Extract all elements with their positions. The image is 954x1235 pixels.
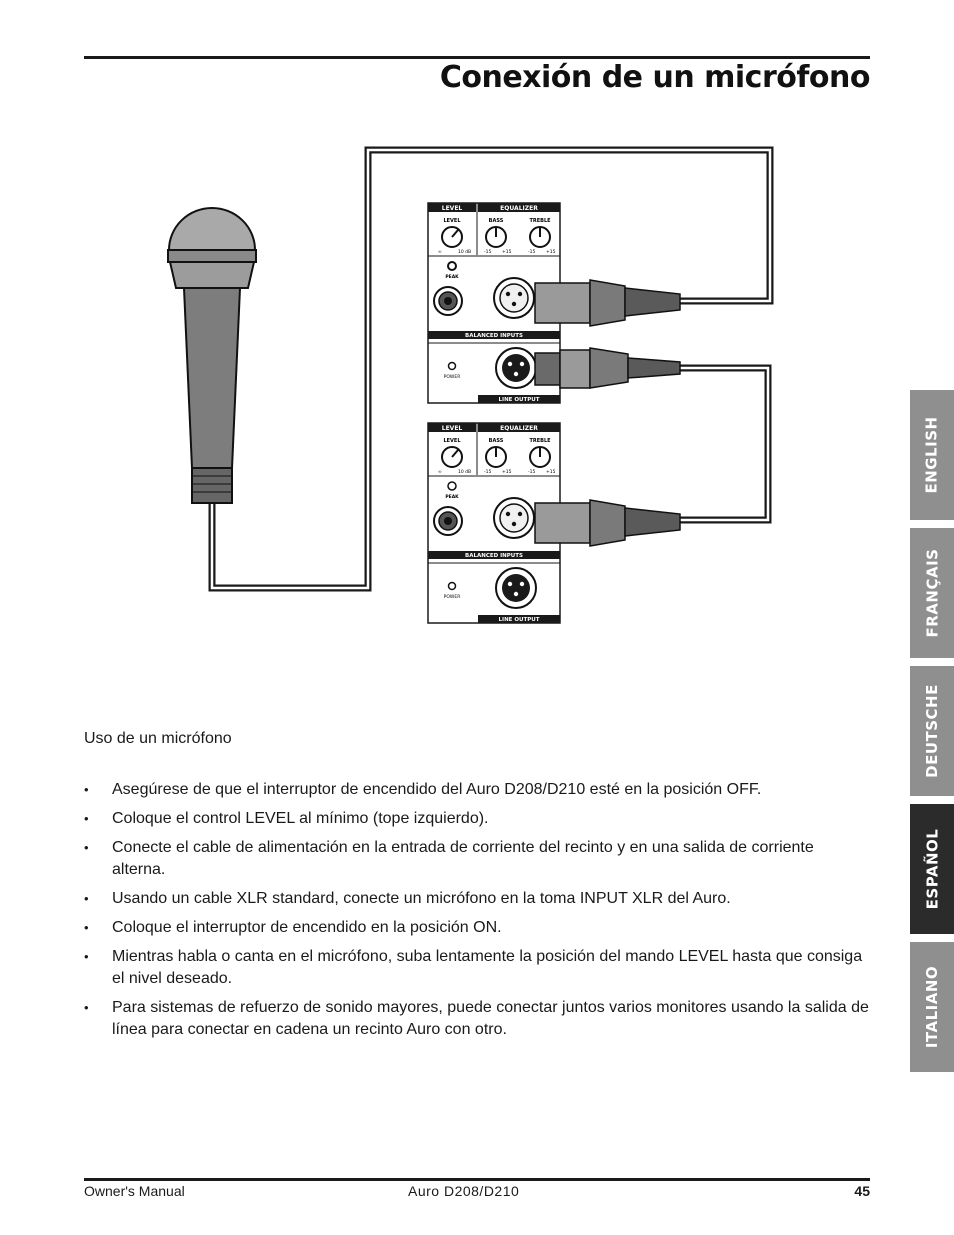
connection-diagram: LEVEL EQUALIZER LEVEL ∞ 10 dB BASS -15 +… [150, 138, 790, 638]
peak-label: PEAK [445, 494, 459, 500]
peak-led-icon [447, 261, 457, 271]
tab-deutsche[interactable]: DEUTSCHE [910, 666, 954, 796]
level-section-label: LEVEL [442, 205, 463, 212]
svg-text:10 dB: 10 dB [458, 249, 471, 255]
footer-manual-label: Owner's Manual [84, 1183, 185, 1199]
balanced-inputs-label: BALANCED INPUTS [465, 553, 523, 559]
speaker-panel-2: LEVEL EQUALIZER LEVEL ∞ 10 dB BASS -15 +… [427, 422, 561, 624]
level-section-label: LEVEL [442, 425, 463, 432]
list-item: •Para sistemas de refuerzo de sonido may… [84, 999, 869, 1038]
section-heading: Uso de un micrófono [84, 730, 232, 747]
tab-espanol[interactable]: ESPAÑOL [910, 804, 954, 934]
tab-francais[interactable]: FRANÇAIS [910, 528, 954, 658]
list-item: •Asegúrese de que el interruptor de ence… [84, 781, 762, 798]
svg-text:10 dB: 10 dB [458, 469, 471, 475]
tab-english[interactable]: ENGLISH [910, 390, 954, 520]
power-label: POWER [444, 374, 461, 380]
svg-text:+15: +15 [502, 249, 512, 255]
list-item: •Mientras habla o canta en el micrófono,… [84, 948, 863, 987]
list-item: •Conecte el cable de alimentación en la … [84, 839, 814, 878]
svg-text:-15: -15 [528, 469, 535, 475]
bass-knob-label: BASS [489, 438, 504, 444]
speaker-panel-1: LEVEL EQUALIZER LEVEL ∞ 10 dB BASS -15 +… [427, 202, 561, 404]
steps-list: •Asegúrese de que el interruptor de ence… [84, 779, 870, 1048]
list-item: •Coloque el interruptor de encendido en … [84, 919, 502, 936]
equalizer-section-label: EQUALIZER [500, 425, 538, 432]
power-label: POWER [444, 594, 461, 600]
microphone-icon [167, 207, 257, 504]
svg-text:-15: -15 [484, 249, 491, 255]
list-item: •Coloque el control LEVEL al mínimo (top… [84, 810, 489, 827]
bass-knob-label: BASS [489, 218, 504, 224]
xlr-plug-icon [534, 279, 681, 327]
svg-text:∞: ∞ [438, 250, 442, 255]
svg-text:+15: +15 [546, 249, 556, 255]
page-title: Conexión de un micrófono [439, 60, 871, 95]
mic-cable [208, 146, 774, 592]
footer-model: Auro D208/D210 [408, 1183, 520, 1199]
list-item: •Usando un cable XLR standard, conecte u… [84, 890, 731, 907]
page-number: 45 [854, 1183, 870, 1199]
xlr-plug-icon [534, 347, 681, 389]
top-rule [84, 56, 870, 59]
line-output-label: LINE OUTPUT [499, 617, 540, 623]
peak-led-icon [447, 481, 457, 491]
xlr-plug-icon [534, 499, 681, 547]
treble-knob-label: TREBLE [529, 218, 551, 224]
line-output-label: LINE OUTPUT [499, 397, 540, 403]
tab-italiano[interactable]: ITALIANO [910, 942, 954, 1072]
balanced-inputs-label: BALANCED INPUTS [465, 333, 523, 339]
treble-knob-label: TREBLE [529, 438, 551, 444]
level-knob-label: LEVEL [443, 218, 461, 224]
peak-label: PEAK [445, 274, 459, 280]
svg-text:-15: -15 [484, 469, 491, 475]
level-knob-label: LEVEL [443, 438, 461, 444]
power-led-icon [447, 581, 457, 591]
power-led-icon [447, 361, 457, 371]
link-cable [678, 364, 772, 524]
svg-text:+15: +15 [546, 469, 556, 475]
svg-text:+15: +15 [502, 469, 512, 475]
svg-text:∞: ∞ [438, 470, 442, 475]
bottom-rule [84, 1178, 870, 1181]
equalizer-section-label: EQUALIZER [500, 205, 538, 212]
svg-text:-15: -15 [528, 249, 535, 255]
